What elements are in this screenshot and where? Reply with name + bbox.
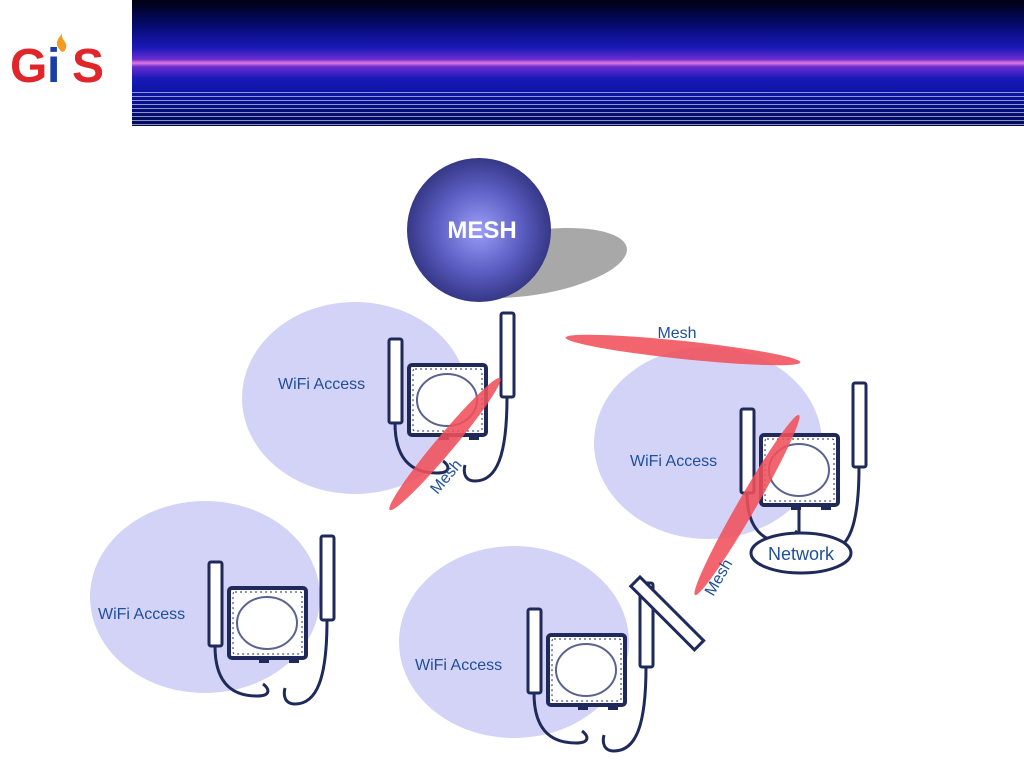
network-node	[749, 531, 853, 575]
node-label-1: WiFi Access	[278, 376, 365, 393]
header-banner	[132, 0, 1024, 126]
banner-scanlines	[132, 92, 1024, 126]
mesh-link-3	[694, 414, 800, 596]
flame-icon	[56, 34, 67, 52]
coverage-area-1	[242, 302, 468, 494]
directional-antenna	[628, 574, 706, 652]
mesh-sphere	[407, 158, 551, 302]
logo-letter-s: S	[72, 40, 104, 93]
gis-logo: G i S	[0, 0, 132, 126]
node-label-2: WiFi Access	[630, 453, 717, 470]
node-label-3: WiFi Access	[98, 606, 185, 623]
logo-letter-i: i	[47, 40, 60, 93]
mesh-link-label-2: Mesh	[657, 325, 696, 342]
node-label-4: WiFi Access	[415, 657, 502, 674]
mesh-link-1	[389, 377, 501, 511]
logo-letter-g: G	[10, 40, 47, 93]
mesh-title: MESH	[447, 217, 516, 244]
network-label: Network	[768, 544, 835, 564]
mesh-link-2	[565, 334, 801, 366]
